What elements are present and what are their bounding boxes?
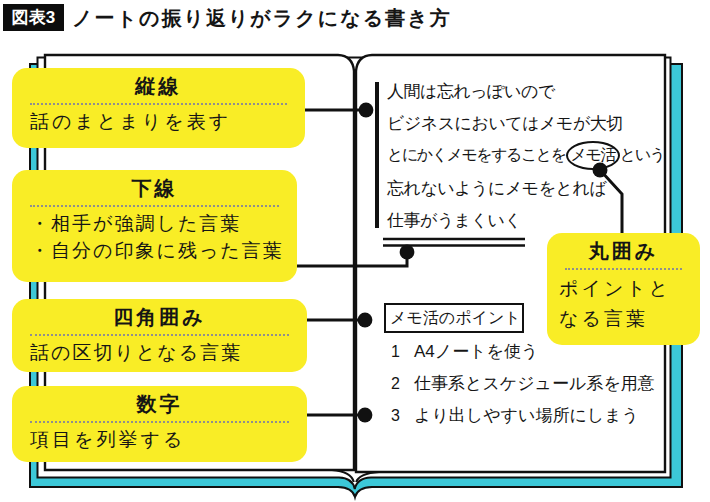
callout-text: 話の区切りとなる言葉: [12, 339, 307, 366]
dotted-separator: [30, 334, 289, 336]
callout-title: 下線: [12, 170, 297, 202]
page-text-line: という: [620, 145, 665, 166]
callout-title: 数字: [12, 386, 307, 418]
page-text-line: 仕事がうまくいく: [387, 209, 521, 232]
callout-title: 丸囲み: [547, 233, 700, 265]
dotted-separator: [565, 268, 682, 270]
callout-text: なる言葉: [547, 303, 700, 333]
list-number: 3: [391, 407, 414, 425]
connector-dot-vertical-line: [359, 103, 374, 118]
callout-title: 四角囲み: [12, 299, 307, 331]
list-text: より出しやすい場所にしまう: [414, 404, 639, 427]
page-text-line: ビジネスにおいてはメモが大切: [387, 112, 623, 135]
page-text-line: 忘れないようにメモをとれば: [387, 177, 606, 200]
dotted-separator: [30, 205, 279, 207]
connector-dot-square-box: [358, 313, 373, 328]
callout-square-box: 四角囲み 話の区切りとなる言葉: [12, 299, 307, 372]
page-text-line: とにかくメモをすることを: [387, 145, 566, 166]
page-title: ノートの振り返りがラクになる書き方: [72, 5, 452, 32]
callout-numbers: 数字 項目を列挙する: [12, 386, 307, 462]
list-item: 2 仕事系とスケジュール系を用意: [391, 372, 655, 395]
callout-text: ・相手が強調した言葉: [12, 210, 297, 237]
list-number: 2: [391, 375, 414, 393]
connector-dot-numbers: [358, 408, 373, 423]
circled-word: メモ活: [566, 141, 620, 170]
vertical-line-mark: [375, 82, 379, 228]
callout-text: ・自分の印象に残った言葉: [12, 237, 297, 264]
callout-title: 縦線: [12, 68, 305, 100]
callout-text: 項目を列挙する: [12, 426, 307, 453]
list-text: A4ノートを使う: [414, 340, 538, 363]
list-item: 3 より出しやすい場所にしまう: [391, 404, 639, 427]
connector-dot-underline: [400, 245, 415, 260]
callout-underline: 下線 ・相手が強調した言葉 ・自分の印象に残った言葉: [12, 170, 297, 282]
callout-vertical-line: 縦線 話のまとまりを表す: [12, 68, 305, 148]
list-text: 仕事系とスケジュール系を用意: [414, 372, 655, 395]
figure-badge: 図表3: [3, 4, 64, 31]
list-number: 1: [391, 343, 414, 361]
list-item: 1 A4ノートを使う: [391, 340, 538, 363]
callout-circle: 丸囲み ポイントと なる言葉: [547, 233, 700, 345]
callout-text: 話のまとまりを表す: [12, 108, 305, 135]
page-text-line: 人間は忘れっぽいので: [387, 80, 555, 103]
callout-text: ポイントと: [547, 273, 700, 303]
dotted-separator: [30, 103, 287, 105]
points-box-title: メモ活のポイント: [384, 303, 524, 333]
dotted-separator: [30, 421, 289, 423]
